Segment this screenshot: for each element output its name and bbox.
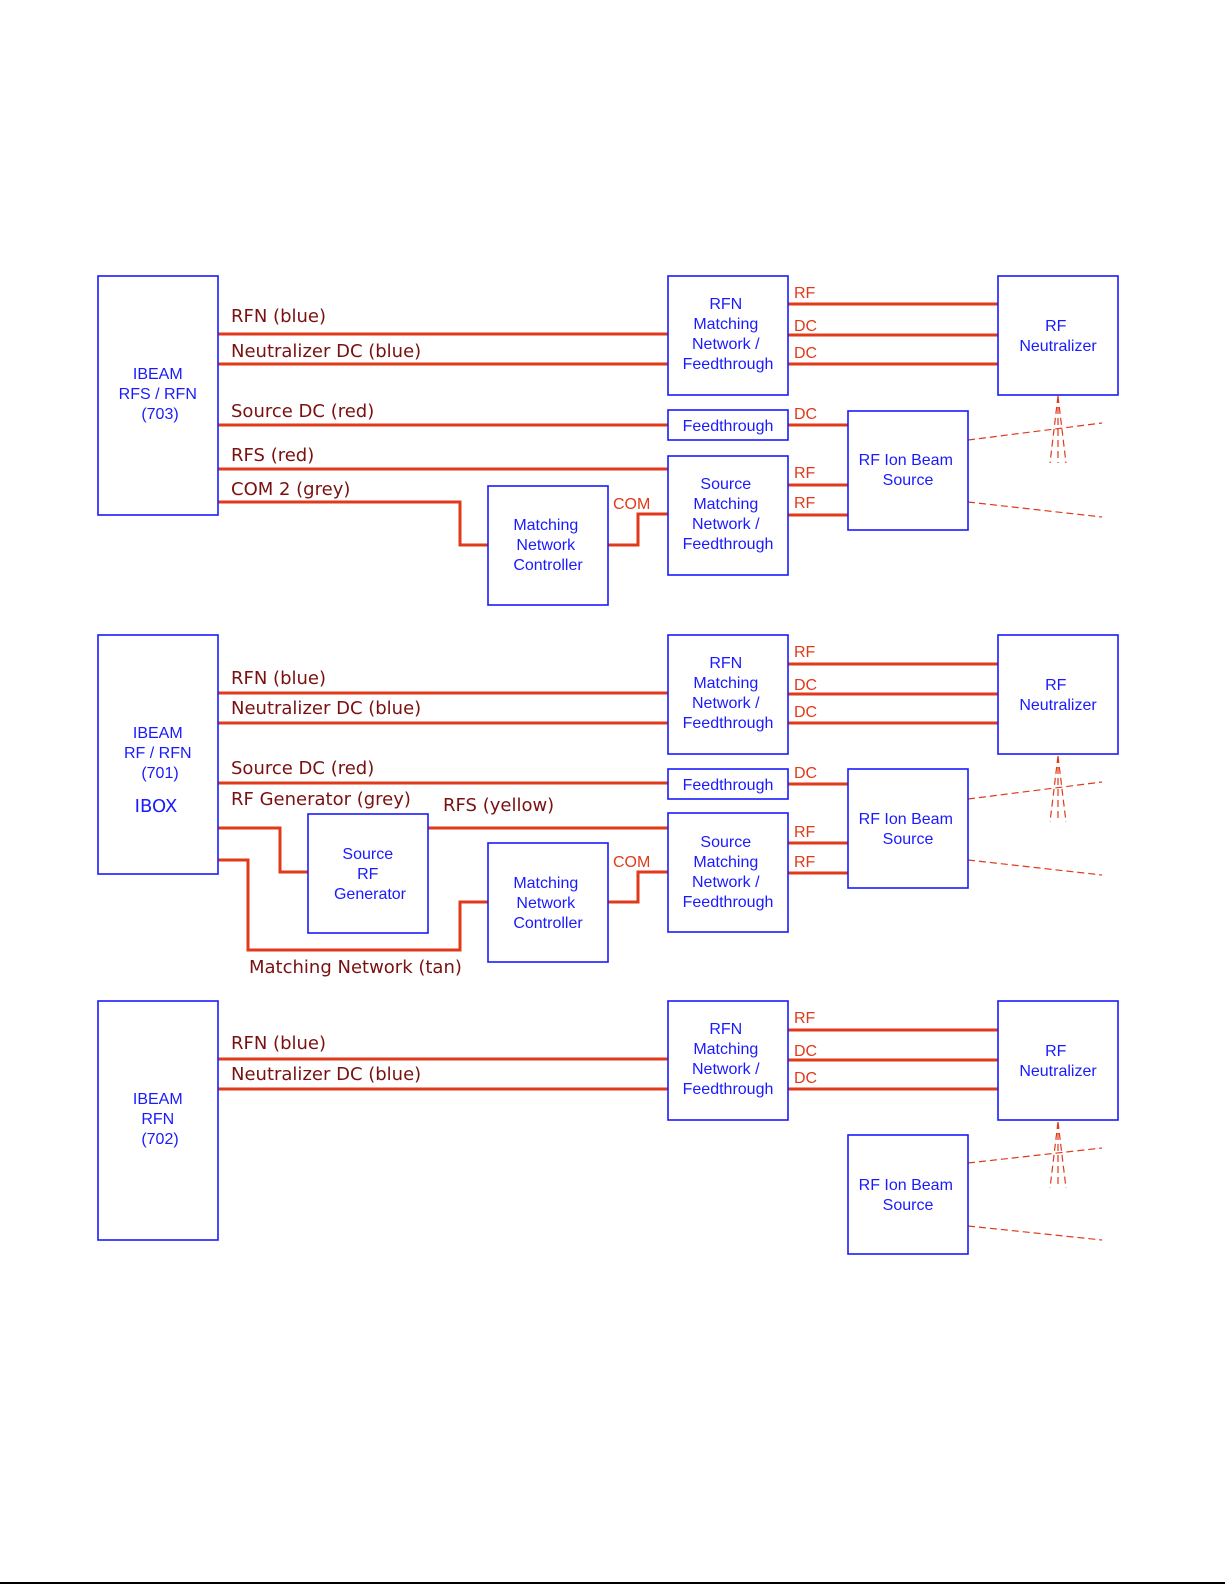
signal-dc: DC <box>794 318 817 335</box>
source-matching-label: Source Matching Network / Feedthrough <box>683 834 774 911</box>
rf-neutralizer-label: RF Neutralizer <box>1019 1043 1097 1080</box>
beam-upper <box>967 422 1103 441</box>
ibeam-box <box>97 275 219 516</box>
rf-ion-beam-source-box <box>847 1134 969 1255</box>
signal-dc: DC <box>794 345 817 362</box>
beam-lower <box>967 859 1103 876</box>
mn-controller-box <box>487 842 609 963</box>
ibeam-box <box>97 1000 219 1241</box>
wire-com <box>608 512 668 547</box>
ibeam-box <box>97 634 219 875</box>
signal-rf: RF <box>794 285 816 302</box>
rf-neutralizer-label: RF Neutralizer <box>1019 318 1097 355</box>
source-rf-generator-box <box>307 813 429 934</box>
diagram-701: IBEAM RF / RFN (701) IBOX RFN Matching N… <box>97 634 1119 978</box>
signal-rf: RF <box>794 465 816 482</box>
rf-ion-beam-source-label: RF Ion Beam Source <box>859 452 958 489</box>
signal-dc: DC <box>794 765 817 782</box>
ibeam-label: IBEAM RFS / RFN (703) <box>119 366 202 423</box>
rf-ion-beam-source-box <box>847 410 969 531</box>
signal-rf: RF <box>794 644 816 661</box>
signal-rf: RF <box>794 824 816 841</box>
label-neutralizer-dc: Neutralizer DC (blue) <box>231 1064 421 1085</box>
rf-neutralizer-box <box>997 1000 1119 1121</box>
label-source-dc: Source DC (red) <box>231 758 374 779</box>
source-matching-box <box>667 812 789 933</box>
beam-upper <box>967 781 1103 800</box>
label-com2: COM 2 (grey) <box>231 479 350 500</box>
neutralizer-cone <box>1049 395 1067 464</box>
signal-dc: DC <box>794 1043 817 1060</box>
rf-neutralizer-label: RF Neutralizer <box>1019 677 1097 714</box>
rf-neutralizer-box <box>997 275 1119 396</box>
rfn-matching-box <box>667 1000 789 1121</box>
rfn-matching-label: RFN Matching Network / Feedthrough <box>683 655 774 732</box>
mn-controller-label: Matching Network Controller <box>513 875 583 932</box>
signal-dc: DC <box>794 704 817 721</box>
wire-com2 <box>218 500 488 547</box>
diagram-703: IBEAM RFS / RFN (703) RFN Matching Netwo… <box>97 275 1119 606</box>
source-matching-label: Source Matching Network / Feedthrough <box>683 476 774 553</box>
feedthrough-label: Feedthrough <box>683 418 774 435</box>
signal-com: COM <box>613 854 650 871</box>
beam-upper <box>967 1147 1103 1164</box>
signal-dc: DC <box>794 406 817 423</box>
ibeam-label: IBEAM RF / RFN (701) <box>124 725 196 782</box>
diagram-702: IBEAM RFN (702) RFN Matching Network / F… <box>97 1000 1119 1255</box>
signal-dc: DC <box>794 677 817 694</box>
neutralizer-cone <box>1049 1121 1067 1189</box>
rf-neutralizer-box <box>997 634 1119 755</box>
rfn-matching-label: RFN Matching Network / Feedthrough <box>683 1021 774 1098</box>
mn-controller-label: Matching Network Controller <box>513 517 583 574</box>
source-matching-box <box>667 455 789 576</box>
label-rfn: RFN (blue) <box>231 668 326 689</box>
rfn-matching-box <box>667 275 789 396</box>
signal-rf: RF <box>794 495 816 512</box>
signal-com: COM <box>613 496 650 513</box>
feedthrough-box <box>667 768 789 800</box>
wire-rf-generator <box>218 826 308 874</box>
feedthrough-label: Feedthrough <box>683 777 774 794</box>
rf-ion-beam-source-box <box>847 768 969 889</box>
neutralizer-cone <box>1049 755 1067 823</box>
label-rfs: RFS (red) <box>231 445 314 466</box>
rfn-matching-box <box>667 634 789 755</box>
label-neutralizer-dc: Neutralizer DC (blue) <box>231 698 421 719</box>
mn-controller-box <box>487 485 609 606</box>
rf-ion-beam-source-label: RF Ion Beam Source <box>859 1177 958 1214</box>
signal-rf: RF <box>794 1010 816 1027</box>
beam-lower <box>967 501 1103 518</box>
rfn-matching-label: RFN Matching Network / Feedthrough <box>683 296 774 373</box>
label-rfs-yellow: RFS (yellow) <box>443 795 554 816</box>
wire-com <box>608 870 668 904</box>
label-source-dc: Source DC (red) <box>231 401 374 422</box>
signal-rf: RF <box>794 854 816 871</box>
label-neutralizer-dc: Neutralizer DC (blue) <box>231 341 421 362</box>
label-matching-network: Matching Network (tan) <box>249 957 462 978</box>
ibeam-label: IBEAM RFN (702) <box>133 1091 187 1148</box>
label-rfn: RFN (blue) <box>231 1033 326 1054</box>
feedthrough-box <box>667 409 789 441</box>
rf-ion-beam-source-label: RF Ion Beam Source <box>859 811 958 848</box>
label-rfn: RFN (blue) <box>231 306 326 327</box>
wire-matching-network <box>218 858 488 952</box>
beam-lower <box>967 1225 1103 1241</box>
ibox-label: IBOX <box>135 796 178 817</box>
label-rf-generator: RF Generator (grey) <box>231 789 411 810</box>
signal-dc: DC <box>794 1070 817 1087</box>
source-rf-generator-label: Source RF Generator <box>334 846 407 903</box>
